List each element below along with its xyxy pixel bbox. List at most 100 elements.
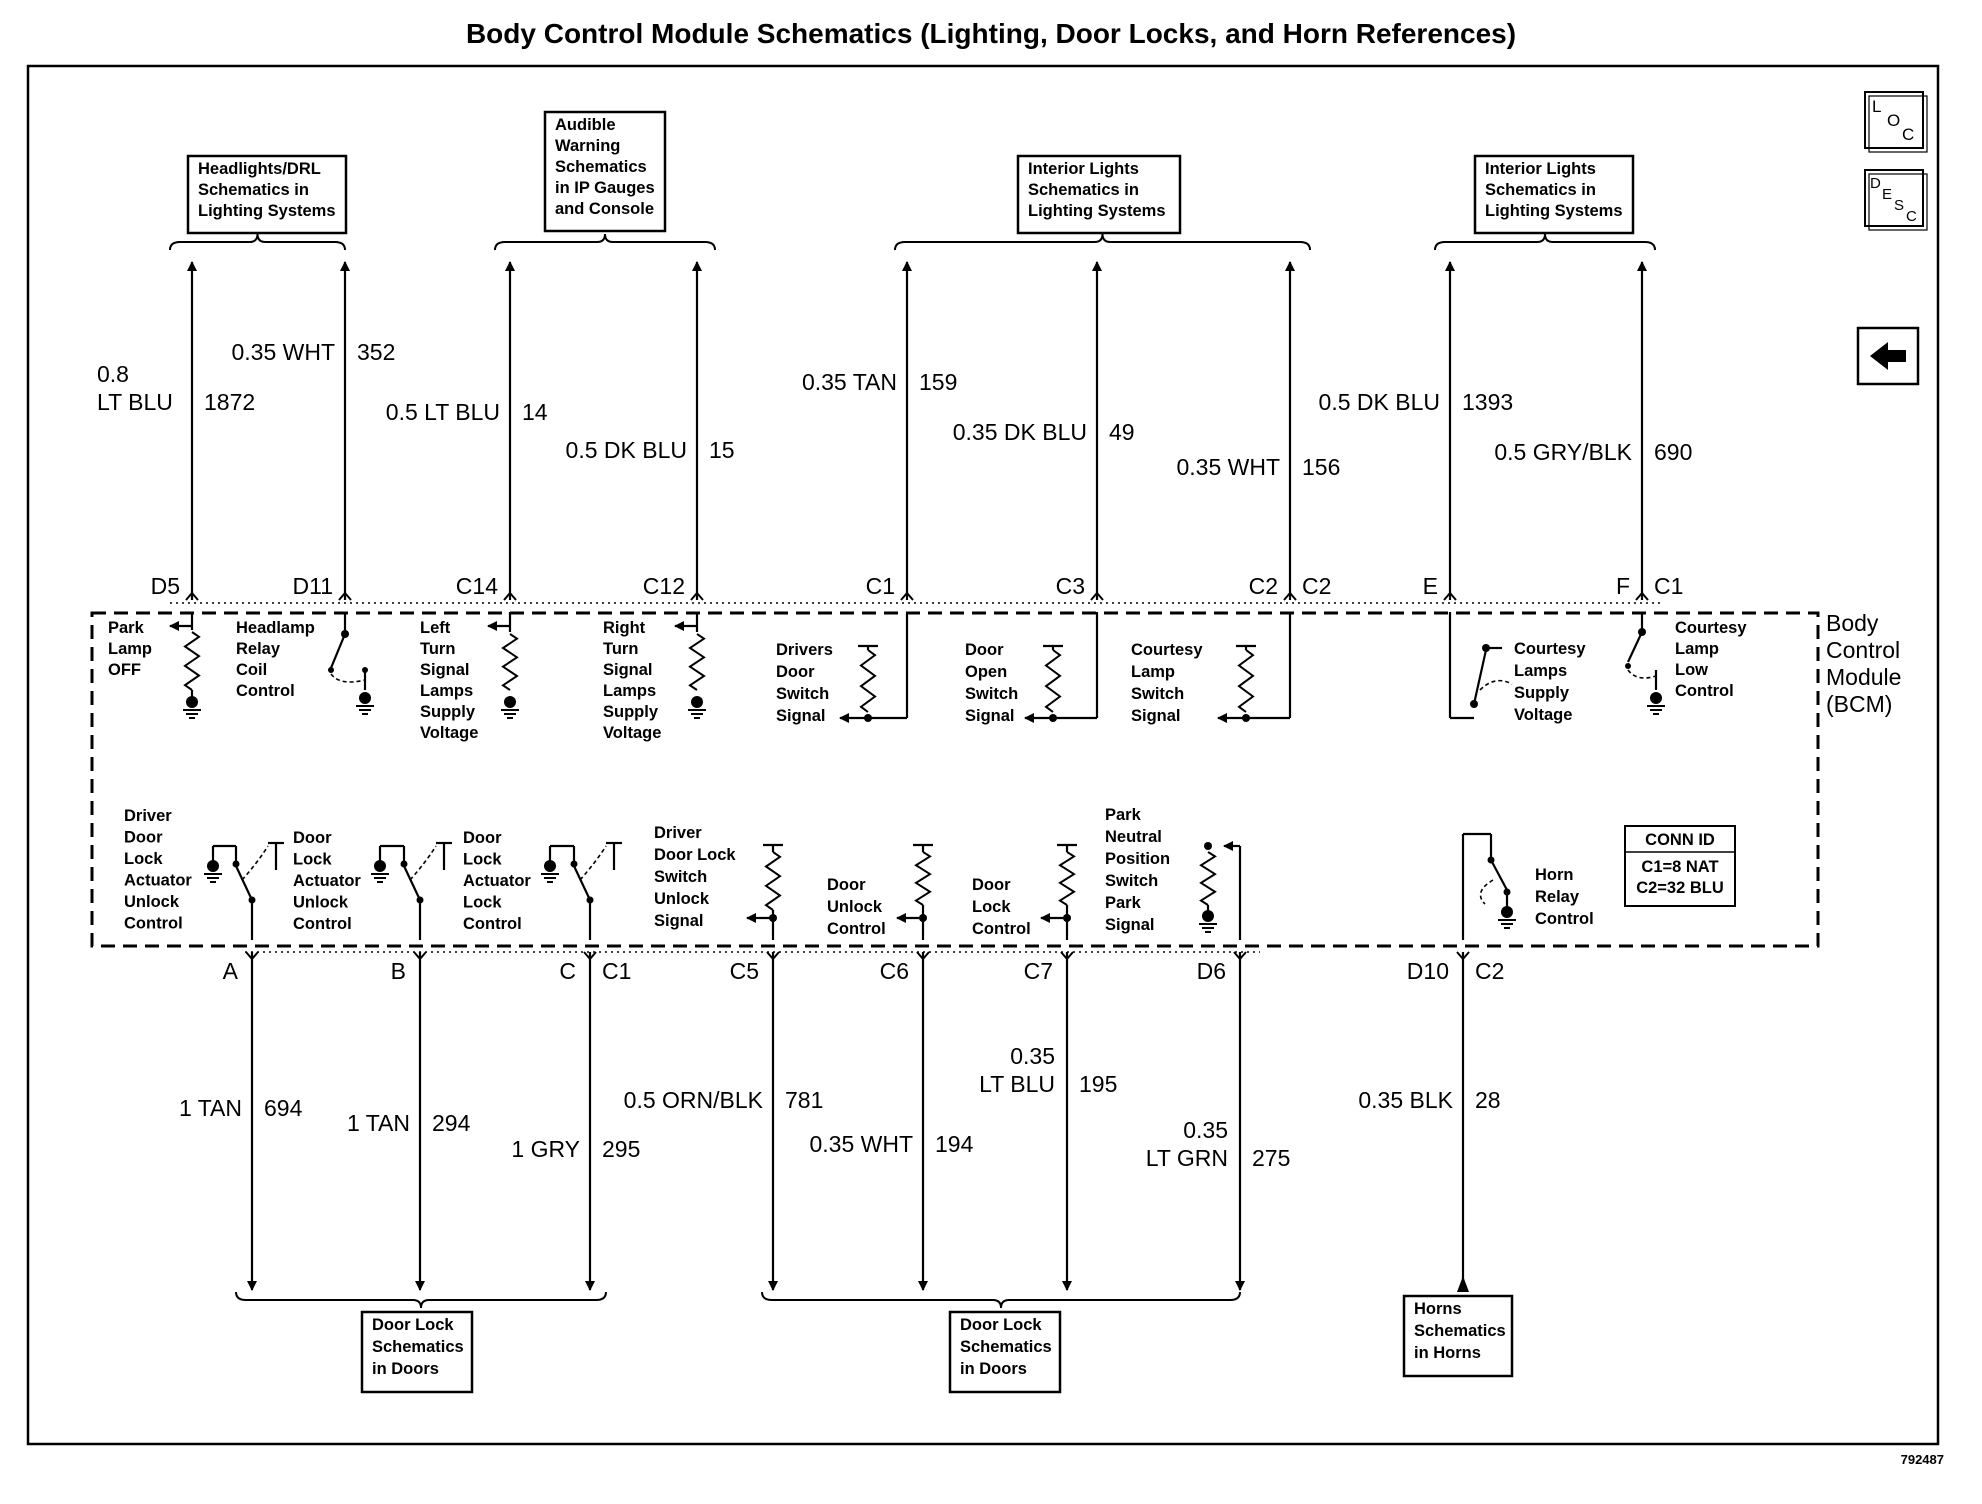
switch-signal-circuit bbox=[839, 612, 909, 723]
function-label-line: Control bbox=[972, 920, 1031, 938]
function-label-line: Actuator bbox=[463, 872, 531, 890]
resistor-icon bbox=[183, 631, 201, 691]
pin-label: D11 bbox=[293, 573, 334, 599]
switch-lever bbox=[235, 865, 253, 901]
ref-box-border bbox=[1016, 154, 1182, 235]
desc-icon[interactable]: D E S C bbox=[1864, 169, 1928, 231]
headlamp-relay-switch bbox=[328, 612, 374, 715]
switch-signal-circuit bbox=[1217, 612, 1292, 723]
function-label-line: Park bbox=[108, 619, 145, 637]
function-label-line: Park bbox=[1105, 806, 1142, 824]
group-brace bbox=[169, 233, 346, 251]
ref-box-line: Door Lock bbox=[372, 1316, 454, 1334]
door-control-circuit bbox=[1040, 843, 1077, 940]
wire-color: LT GRN bbox=[1146, 1145, 1228, 1171]
connector-chevron bbox=[1060, 951, 1074, 961]
pin-label: A bbox=[223, 958, 239, 984]
function-label-line: Control bbox=[1535, 910, 1594, 928]
function-label-line: Lamp bbox=[1675, 640, 1719, 658]
wire-circuit-number: 352 bbox=[357, 339, 395, 365]
diagram-title: Body Control Module Schematics (Lighting… bbox=[465, 18, 1517, 49]
ref-box-border bbox=[1402, 1294, 1514, 1378]
function-label-line: Neutral bbox=[1105, 828, 1162, 846]
function-label-line: Courtesy bbox=[1675, 619, 1747, 637]
pin-label: C5 bbox=[730, 958, 759, 984]
back-arrow-icon[interactable] bbox=[1856, 326, 1920, 386]
wire-circuit-number: 781 bbox=[785, 1087, 823, 1113]
function-label-line: Drivers bbox=[776, 641, 833, 659]
wire-circuit-number: 15 bbox=[709, 437, 735, 463]
turn-signal-circuit bbox=[487, 612, 519, 719]
wire-gauge-color: 0.5 LT BLU bbox=[386, 399, 500, 425]
bcm-label-line: Module bbox=[1826, 664, 1901, 690]
connector-chevron bbox=[916, 951, 930, 961]
wire-circuit-number: 275 bbox=[1252, 1145, 1290, 1171]
function-label-line: Turn bbox=[603, 640, 638, 658]
ref-box-border bbox=[1473, 154, 1635, 235]
wire-circuit-number: 28 bbox=[1475, 1087, 1501, 1113]
switch-dashed-link bbox=[1627, 669, 1657, 679]
ref-box-border bbox=[186, 154, 348, 235]
connector-chevron bbox=[245, 951, 259, 961]
function-label-line: Park bbox=[1105, 894, 1142, 912]
function-label-line: Unlock bbox=[654, 890, 710, 908]
ref-box-line: Schematics bbox=[372, 1338, 464, 1356]
resistor-icon bbox=[859, 649, 877, 713]
function-label-line: Voltage bbox=[420, 724, 478, 742]
loc-icon[interactable]: L O C bbox=[1864, 91, 1928, 153]
door-control-circuit bbox=[896, 843, 933, 940]
wire-circuit-number: 159 bbox=[919, 369, 957, 395]
function-label-line: Door bbox=[463, 829, 502, 847]
desc-letter: S bbox=[1894, 197, 1904, 214]
ref-box-line: Horns bbox=[1414, 1300, 1462, 1318]
connector-chevron bbox=[413, 951, 427, 961]
ref-box-line: Audible bbox=[555, 116, 616, 134]
bcm-label-line: (BCM) bbox=[1826, 691, 1892, 717]
bcm-label: Body Control Module (BCM) bbox=[1826, 610, 1901, 717]
wire-color: LT BLU bbox=[979, 1071, 1055, 1097]
door-lock-relay bbox=[371, 841, 452, 940]
junction-dot bbox=[1049, 714, 1057, 722]
door-lock-relay bbox=[204, 841, 284, 940]
function-label-line: Door bbox=[965, 641, 1004, 659]
ground-dot bbox=[691, 696, 703, 708]
function-label-line: Voltage bbox=[603, 724, 661, 742]
function-label-line: Signal bbox=[1105, 916, 1155, 934]
connector-chevron bbox=[583, 951, 597, 961]
switch-dashed-link bbox=[579, 845, 607, 881]
function-label-line: Relay bbox=[236, 640, 281, 658]
ref-box-line: and Console bbox=[555, 200, 654, 218]
ground-icon bbox=[356, 692, 374, 715]
desc-letter: E bbox=[1882, 186, 1892, 203]
ref-box-line: Schematics bbox=[960, 1338, 1052, 1356]
switch-contact bbox=[328, 667, 334, 673]
connector-label: C1 bbox=[1654, 573, 1683, 599]
function-label-line: Courtesy bbox=[1131, 641, 1203, 659]
function-label-line: Signal bbox=[1131, 707, 1181, 725]
function-label-line: Control bbox=[124, 915, 183, 933]
resistor-icon bbox=[1237, 649, 1255, 713]
function-label-line: Switch bbox=[1131, 685, 1184, 703]
wire-circuit-number: 694 bbox=[264, 1095, 303, 1121]
